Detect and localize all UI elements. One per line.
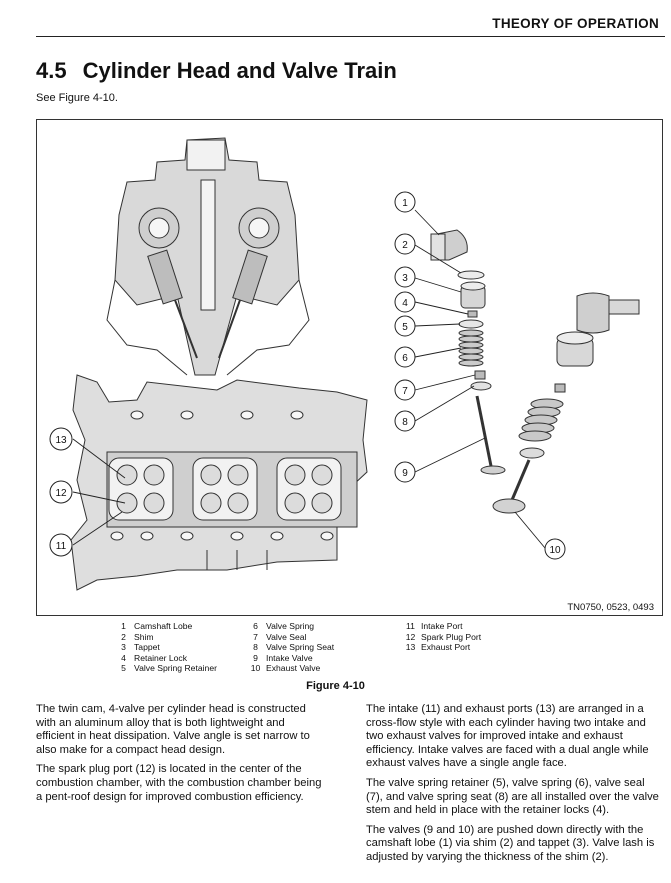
callout-5-circle bbox=[394, 315, 416, 337]
legend-num: 5 bbox=[121, 663, 126, 674]
legend-item: 13 Exhaust Port bbox=[400, 642, 481, 653]
callout-8-label: 8 bbox=[402, 417, 408, 428]
legend-num: 8 bbox=[253, 642, 258, 653]
callout-4-circle bbox=[394, 291, 416, 313]
figure-illustration: 1 2 3 4 5 6 7 8 9 10 11 12 13 TN0750, 05… bbox=[36, 119, 663, 616]
callout-9-label: 9 bbox=[402, 468, 408, 479]
page-header: THEORY OF OPERATION bbox=[36, 14, 665, 37]
legend-item: 5 Valve Spring Retainer bbox=[113, 663, 217, 674]
body-paragraph: The valves (9 and 10) are pushed down di… bbox=[366, 823, 655, 863]
legend-item: 3 Tappet bbox=[113, 642, 217, 653]
legend-item: 1 Camshaft Lobe bbox=[113, 621, 217, 632]
legend-label: Tappet bbox=[134, 642, 160, 653]
body-paragraph: The spark plug port (12) is located in t… bbox=[36, 763, 322, 803]
legend-label: Retainer Lock bbox=[134, 652, 188, 663]
figure-reference: See Figure 4-10. bbox=[36, 92, 118, 104]
legend-label: Camshaft Lobe bbox=[134, 621, 193, 631]
legend-item: 7 Valve Seal bbox=[245, 632, 334, 643]
legend-num: 6 bbox=[253, 621, 258, 631]
callout-2-circle bbox=[394, 233, 416, 255]
callout-5-label: 5 bbox=[402, 322, 408, 333]
callout-6-circle bbox=[394, 346, 416, 368]
legend-num: 3 bbox=[121, 642, 126, 653]
legend-label: Valve Spring Seat bbox=[266, 642, 335, 653]
legend-item: 11 Intake Port bbox=[400, 621, 481, 632]
body-text-right: The intake (11) and exhaust ports (13) a… bbox=[366, 703, 664, 871]
legend-item: 8 Valve Spring Seat bbox=[245, 642, 334, 653]
legend-label: Valve Spring bbox=[266, 621, 315, 631]
callout-7-label: 7 bbox=[402, 386, 408, 397]
legend-column-1: 1 Camshaft Lobe 2 Shim 3 Tappet 4 Retainer L… bbox=[113, 621, 217, 674]
callout-9-circle bbox=[394, 461, 416, 483]
callout-10-circle bbox=[544, 538, 566, 560]
callout-13-label: 13 bbox=[55, 435, 67, 446]
callout-3-label: 3 bbox=[402, 273, 408, 284]
callout-1-circle bbox=[394, 191, 416, 213]
legend-label: Valve Seal bbox=[266, 631, 307, 642]
body-paragraph: The valve spring retainer (5), valve spr… bbox=[366, 776, 659, 817]
legend-num: 13 bbox=[405, 642, 416, 653]
body-text-left: The twin cam, 4-valve per cylinder head … bbox=[36, 703, 326, 810]
legend-label: Valve Spring Retainer bbox=[134, 663, 217, 674]
cylinder-head-diagram: 1 2 3 4 5 6 7 8 9 10 11 12 13 bbox=[49, 137, 640, 591]
legend-item: 12 Spark Plug Port bbox=[400, 632, 481, 643]
legend-item: 6 Valve Spring bbox=[245, 621, 334, 632]
figure-code: TN0750, 0523, 0493 bbox=[567, 602, 654, 613]
legend-item: 2 Shim bbox=[113, 632, 217, 643]
callout-7-circle bbox=[394, 379, 416, 401]
legend-num: 9 bbox=[253, 652, 258, 663]
head-bottom-view-drawing bbox=[70, 374, 368, 591]
section-title-text: Cylinder Head and Valve Train bbox=[82, 58, 397, 83]
legend-num: 4 bbox=[121, 652, 126, 663]
legend-label: Intake Valve bbox=[266, 652, 313, 663]
leader-lines bbox=[72, 209, 546, 549]
callout-4-label: 4 bbox=[402, 298, 408, 309]
callout-11-circle bbox=[49, 533, 73, 557]
legend-num: 12 bbox=[405, 631, 416, 642]
header-title: THEORY OF OPERATION bbox=[492, 16, 659, 31]
callout-6-label: 6 bbox=[402, 353, 408, 364]
legend-column-3: 11 Intake Port 12 Spark Plug Port 13 Exhaus… bbox=[400, 621, 481, 653]
legend-column-2: 6 Valve Spring 7 Valve Seal 8 Valve Spring … bbox=[245, 621, 334, 674]
callout-1-label: 1 bbox=[402, 198, 408, 209]
callout-12-label: 12 bbox=[55, 488, 67, 499]
legend-label: Spark Plug Port bbox=[421, 631, 482, 642]
callout-8-circle bbox=[394, 410, 416, 432]
legend-num: 10 bbox=[250, 663, 261, 674]
legend-num: 7 bbox=[253, 631, 258, 642]
legend-item: 4 Retainer Lock bbox=[113, 653, 217, 664]
legend-label: Intake Port bbox=[421, 621, 463, 631]
legend-item: 9 Intake Valve bbox=[245, 653, 334, 664]
figure-caption: Figure 4-10 bbox=[306, 680, 365, 692]
section-number: 4.5 bbox=[36, 58, 67, 83]
callout-12-circle bbox=[49, 480, 73, 504]
legend-label: Exhaust Port bbox=[421, 642, 471, 653]
callout-11-label: 11 bbox=[56, 541, 67, 552]
exploded-valve-parts bbox=[430, 229, 506, 475]
legend-label: Exhaust Valve bbox=[266, 663, 321, 674]
body-paragraph: The intake (11) and exhaust ports (13) a… bbox=[366, 703, 649, 770]
callout-2-label: 2 bbox=[402, 240, 408, 251]
body-paragraph: The twin cam, 4-valve per cylinder head … bbox=[36, 703, 310, 756]
callout-13-circle bbox=[49, 427, 73, 451]
legend-num: 2 bbox=[121, 631, 126, 642]
cross-section-drawing bbox=[106, 137, 310, 376]
legend-label: Shim bbox=[134, 631, 154, 642]
legend-num: 1 bbox=[121, 621, 126, 631]
callout-3-circle bbox=[394, 266, 416, 288]
legend-item: 10 Exhaust Valve bbox=[245, 663, 334, 674]
legend-num: 11 bbox=[406, 621, 415, 631]
callout-10-label: 10 bbox=[549, 545, 561, 556]
section-title: 4.5 Cylinder Head and Valve Train bbox=[36, 58, 397, 84]
assembled-valve-train bbox=[492, 292, 640, 514]
